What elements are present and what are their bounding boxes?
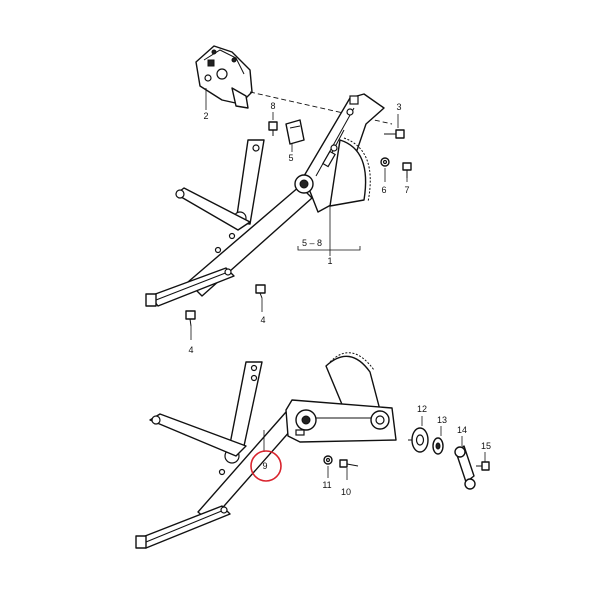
callout-13: 13 bbox=[437, 415, 447, 425]
callout-15: 15 bbox=[481, 441, 491, 451]
crank-handle-14 bbox=[454, 445, 476, 490]
screw-7 bbox=[402, 162, 412, 178]
callout-5: 5 bbox=[288, 153, 293, 163]
callout-10: 10 bbox=[341, 487, 351, 497]
callout-5-8: 5 – 8 bbox=[302, 238, 322, 248]
upper-regulator-assembly: 2 5 bbox=[145, 45, 412, 355]
washer-13 bbox=[432, 437, 444, 455]
spacer-12 bbox=[408, 427, 429, 453]
bolt-8 bbox=[268, 121, 278, 136]
callout-4a: 4 bbox=[260, 315, 265, 325]
callout-8: 8 bbox=[270, 101, 275, 111]
screw-10 bbox=[339, 459, 359, 468]
callout-2: 2 bbox=[203, 111, 208, 121]
callout-3: 3 bbox=[396, 102, 401, 112]
callout-1: 1 bbox=[327, 256, 332, 266]
lower-regulator-assembly: 12 13 14 15 11 bbox=[135, 352, 491, 549]
nut-6 bbox=[380, 157, 390, 167]
nut-11 bbox=[323, 455, 333, 465]
callout-4b: 4 bbox=[188, 345, 193, 355]
callout-6: 6 bbox=[381, 185, 386, 195]
bolt-3 bbox=[384, 129, 405, 139]
callout-14: 14 bbox=[457, 425, 467, 435]
highlight-circle bbox=[250, 450, 282, 482]
bolt-4-mid bbox=[255, 284, 266, 299]
handle-screw-15 bbox=[476, 461, 490, 471]
callout-12: 12 bbox=[417, 404, 427, 414]
window-motor bbox=[195, 45, 253, 109]
callout-11: 11 bbox=[322, 480, 331, 490]
callout-7: 7 bbox=[404, 185, 409, 195]
bolt-4-low bbox=[185, 310, 196, 327]
callout-9: 9 bbox=[262, 461, 267, 471]
